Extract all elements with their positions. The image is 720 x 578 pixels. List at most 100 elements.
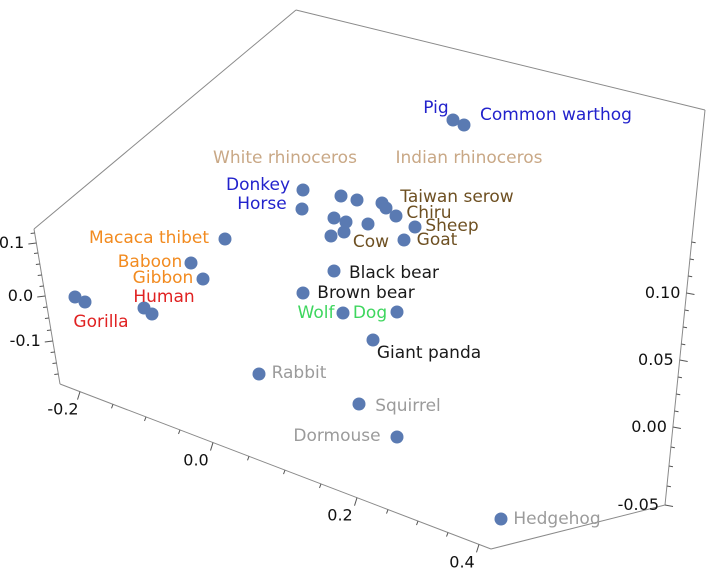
point-label: Dog (353, 303, 387, 323)
axis-tick (37, 295, 46, 298)
data-point (379, 201, 393, 215)
axis-minor-tick (283, 469, 286, 475)
data-point (389, 209, 403, 223)
tick-label: -0.2 (47, 400, 78, 419)
tick-label: 0.0 (8, 286, 33, 305)
axis-minor-tick (386, 509, 389, 514)
axis-tick (679, 359, 688, 362)
data-point (408, 220, 422, 234)
data-point (252, 367, 266, 381)
point-label: Taiwan serow (399, 187, 514, 207)
tick-label: 0.00 (631, 417, 667, 436)
point-label: Chiru (406, 203, 451, 223)
data-point (390, 430, 404, 444)
tick-labels: 0.10.0-0.1-0.20.00.20.40.100.050.00-0.05 (0, 233, 680, 571)
axis-minor-tick (682, 326, 688, 329)
point-label: Brown bear (317, 283, 414, 303)
point-label: Baboon (118, 252, 182, 272)
data-point (296, 286, 310, 300)
point-label: Cow (353, 232, 389, 252)
plot-box-edge (664, 109, 706, 506)
axis-minor-tick (666, 485, 672, 488)
data-point (295, 202, 309, 216)
axis-minor-tick (247, 456, 250, 461)
tick-label: 0.10 (645, 283, 681, 302)
axis-tick (28, 242, 37, 245)
plot-box-edge (59, 383, 492, 550)
axis-tick (44, 340, 53, 343)
point-label: Donkey (226, 175, 290, 195)
data-point (327, 264, 341, 278)
axis-tick (77, 391, 81, 400)
point-label: Dormouse (293, 426, 380, 446)
data-point (337, 225, 351, 239)
data-point (339, 215, 353, 229)
data-point (184, 256, 198, 270)
plot-box-edge (490, 504, 666, 550)
axis-tick (672, 426, 681, 429)
data-point (327, 211, 341, 225)
axis-tick (354, 497, 358, 506)
axis-minor-tick (688, 275, 693, 278)
axis-minor-tick (668, 465, 674, 468)
axis-minor-tick (689, 258, 694, 261)
data-point (78, 295, 92, 309)
point-label: Wolf (298, 303, 336, 323)
axis-minor-tick (33, 252, 39, 254)
data-points (68, 113, 508, 526)
point-label: Sheep (425, 216, 478, 236)
data-point (361, 217, 375, 231)
axis-minor-tick (43, 306, 48, 308)
axis-minor-tick (30, 232, 35, 234)
point-label: Black bear (349, 263, 439, 283)
point-label: Rabbit (272, 363, 327, 383)
axis-minor-tick (46, 329, 52, 331)
point-label: Gibbon (133, 268, 194, 288)
axis-minor-tick (111, 404, 114, 409)
axis-tick (686, 292, 695, 295)
data-point (397, 233, 411, 247)
data-point (350, 193, 364, 207)
data-point (457, 118, 471, 132)
plot-box-edge (33, 9, 297, 230)
data-point (336, 306, 350, 320)
axis-tick (210, 442, 214, 451)
axis-minor-tick (677, 376, 683, 379)
axis-minor-tick (684, 309, 689, 312)
axis-minor-tick (35, 263, 40, 265)
axis-tick (476, 544, 480, 553)
data-point (446, 113, 460, 127)
axis-minor-tick (144, 416, 147, 422)
point-label: White rhinoceros (213, 148, 357, 168)
tick-label: 0.1 (0, 233, 24, 252)
axis-minor-tick (676, 393, 681, 396)
point-label: Pig (423, 98, 448, 118)
plot-box-edge (33, 228, 61, 385)
point-label: Macaca thibet (89, 228, 209, 248)
tick-label: 0.05 (638, 350, 674, 369)
axis-minor-tick (670, 446, 675, 449)
point-label: Hedgehog (513, 509, 600, 529)
axis-minor-tick (178, 429, 181, 435)
axis-minor-tick (691, 241, 696, 244)
data-point (196, 272, 210, 286)
data-point (494, 512, 508, 526)
plot-box (33, 9, 706, 550)
axis-minor-tick (52, 362, 57, 364)
axis-minor-tick (681, 343, 686, 346)
data-point (352, 397, 366, 411)
point-label: Goat (417, 230, 458, 250)
point-label: Indian rhinoceros (396, 148, 543, 168)
tick-label: -0.05 (618, 495, 659, 514)
axis-minor-tick (319, 483, 322, 489)
tick-label: 0.4 (449, 552, 474, 571)
data-point (366, 333, 380, 347)
axis-minor-tick (674, 410, 679, 413)
point-label: Common warthog (480, 105, 632, 125)
data-point (324, 229, 338, 243)
tick-label: 0.0 (183, 451, 208, 470)
axis-ticks (28, 232, 696, 553)
plot-box-edge (295, 9, 706, 111)
